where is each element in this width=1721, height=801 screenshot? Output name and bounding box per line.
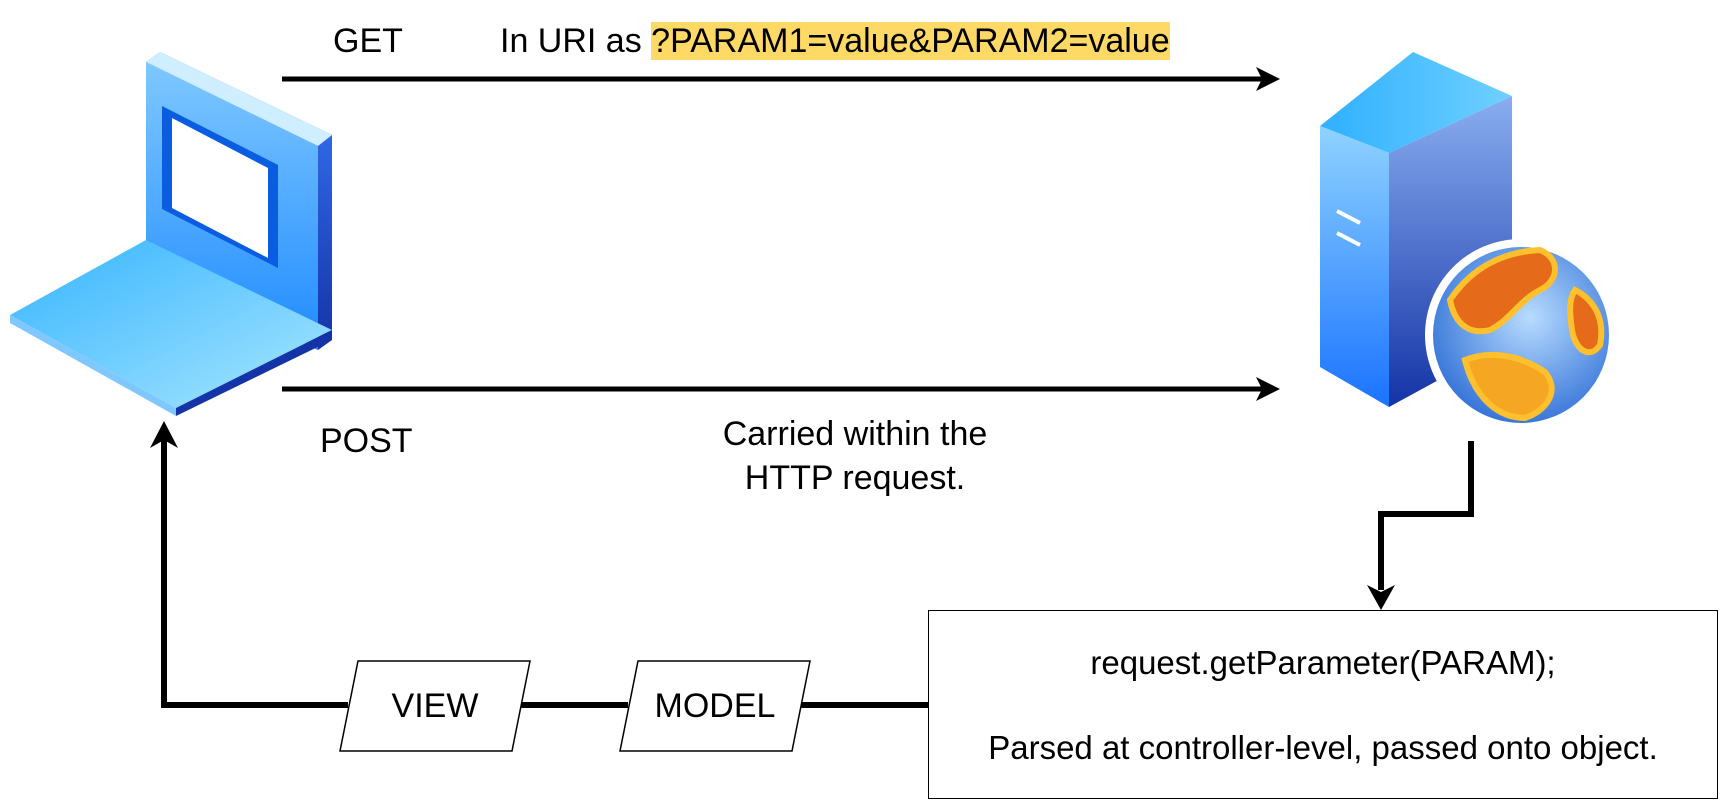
- controller-code: request.getParameter(PARAM);: [1090, 644, 1556, 681]
- web-server-icon: [1320, 52, 1617, 431]
- controller-box: request.getParameter(PARAM); Parsed at c…: [928, 610, 1718, 799]
- get-label: GET: [333, 22, 403, 60]
- post-arrow: [282, 377, 1280, 401]
- get-description: In URI as ?PARAM1=value&PARAM2=value: [500, 21, 1170, 61]
- view-label: VIEW: [391, 687, 479, 725]
- return-flow-connector: [150, 421, 928, 708]
- post-label: POST: [320, 422, 413, 460]
- get-query-string: ?PARAM1=value&PARAM2=value: [651, 22, 1170, 60]
- get-description-prefix: In URI as: [500, 22, 652, 60]
- post-description-line2: HTTP request.: [744, 459, 966, 497]
- post-description-line1: Carried within the: [722, 415, 988, 453]
- model-shape: [619, 660, 811, 752]
- get-arrow: [282, 67, 1280, 91]
- controller-note: Parsed at controller-level, passed onto …: [988, 729, 1658, 766]
- laptop-icon: [10, 52, 332, 416]
- model-label: MODEL: [654, 687, 776, 725]
- server-to-controller-connector: [1367, 441, 1474, 610]
- view-shape: [339, 660, 531, 752]
